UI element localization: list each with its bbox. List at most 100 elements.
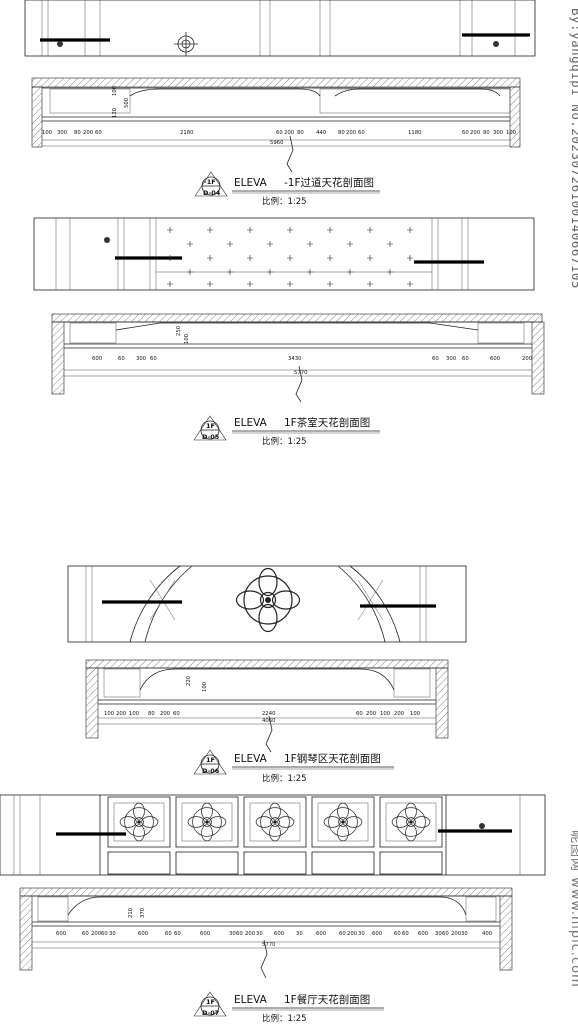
dim-label: 100 <box>506 130 517 136</box>
elevation-prefix: ELEVA <box>234 177 268 189</box>
dim-label: 30 <box>461 931 468 937</box>
dim-label: 200 <box>451 931 462 937</box>
dim-label: 2240 <box>262 711 276 717</box>
dim-label: 200 <box>91 931 102 937</box>
dim-label: 200 <box>83 130 94 136</box>
dim-label: 60 <box>165 931 172 937</box>
dim-label: 600 <box>56 931 67 937</box>
flower-ornament-icon <box>255 802 295 842</box>
dim-label: 200 <box>522 356 533 362</box>
section-tag-bottom: D-07 <box>202 1009 219 1017</box>
dim-label: 200 <box>346 130 357 136</box>
dim-label: 300 <box>493 130 504 136</box>
dim-label: 60 <box>432 356 439 362</box>
section-marker-icon <box>193 991 227 1017</box>
dim-label: 60 <box>339 931 346 937</box>
flower-ornament-icon <box>391 802 431 842</box>
overall-dim: 5770 <box>294 370 308 376</box>
section-1-plan <box>24 0 536 57</box>
section-3-dimensions: 100 200 100 80 200 60 2240 60 200 100 20… <box>104 675 421 724</box>
section-4-elevation <box>19 887 513 979</box>
section-marker-icon <box>193 749 227 775</box>
section-4-title-block: 1F D-07 ELEVA 1F餐厅天花剖面图 比例：1:25 <box>193 991 384 1024</box>
section-2-title-block: 1F D-05 ELEVA 1F茶室天花剖面图 比例：1:25 <box>193 415 380 447</box>
scale-label: 比例：1:25 <box>262 196 307 207</box>
dim-label: 370 <box>140 907 146 918</box>
watermark-site: 昵图网 www.nipic.com <box>568 830 578 988</box>
dim-label: 2180 <box>180 130 194 136</box>
section-title: -1F过道天花剖面图 <box>284 176 374 189</box>
dim-label: 600 <box>316 931 327 937</box>
dim-label: 600 <box>92 356 103 362</box>
scale-label: 比例：1:25 <box>262 773 307 784</box>
section-3-plan <box>67 565 467 643</box>
flower-ornament-icon <box>187 802 227 842</box>
dim-label: 100 <box>104 711 115 717</box>
overall-dim: 5960 <box>270 140 284 146</box>
dim-label: 100 <box>410 711 421 717</box>
section-3-title-block: 1F D-06 ELEVA 1F钢琴区天花剖面图 比例：1:25 <box>193 749 394 784</box>
ceiling-star-grid <box>167 227 413 287</box>
section-tag-bottom: D-05 <box>202 433 220 441</box>
section-title: 1F餐厅天花剖面图 <box>284 993 370 1006</box>
dim-label: 200 <box>116 711 127 717</box>
dim-label: 600 <box>274 931 285 937</box>
dim-label: 30 <box>229 931 236 937</box>
section-4-dimensions: 600 60 200 60 30 600 60 60 600 30 60 200… <box>56 907 493 948</box>
dim-label: 200 <box>366 711 377 717</box>
section-2-elevation <box>51 313 545 403</box>
dim-label: 80 <box>483 130 490 136</box>
dim-label: 30 <box>358 931 365 937</box>
dim-label: 200 <box>284 130 295 136</box>
dim-label: 300 <box>57 130 68 136</box>
dim-label: 440 <box>316 130 327 136</box>
dim-label: 30 <box>109 931 116 937</box>
dim-label: 60 <box>394 931 401 937</box>
dim-label: 60 <box>236 931 243 937</box>
dim-label: 120 <box>112 107 118 118</box>
section-marker-icon <box>193 415 227 441</box>
light-fixture-icon <box>104 237 110 243</box>
dim-label: 300 <box>136 356 147 362</box>
dim-label: 1180 <box>408 130 422 136</box>
dim-label: 200 <box>245 931 256 937</box>
dim-label: 200 <box>470 130 481 136</box>
dim-label: 60 <box>173 711 180 717</box>
dim-label: 60 <box>150 356 157 362</box>
dim-label: 60 <box>442 931 449 937</box>
section-tag-top: -1F <box>204 178 216 186</box>
dim-label: 60 <box>174 931 181 937</box>
dim-label: 80 <box>74 130 81 136</box>
section-marker-icon <box>194 171 228 197</box>
dim-label: 600 <box>138 931 149 937</box>
section-title: 1F钢琴区天花剖面图 <box>284 752 381 765</box>
dim-label: 500 <box>124 97 130 108</box>
dim-label: 60 <box>462 356 469 362</box>
dim-label: 60 <box>276 130 283 136</box>
section-tag-top: 1F <box>206 756 215 764</box>
dim-label: 60 <box>101 931 108 937</box>
dim-label: 60 <box>118 356 125 362</box>
dim-label: 200 <box>347 931 358 937</box>
watermark-id: By:yangqipi No.20230726100140667105 <box>569 8 578 289</box>
coffer-grid <box>107 796 443 875</box>
dim-label: 600 <box>418 931 429 937</box>
dim-label: 3430 <box>288 356 302 362</box>
section-title: 1F茶室天花剖面图 <box>284 416 370 429</box>
section-4-plan <box>0 794 546 876</box>
dim-label: 60 <box>462 130 469 136</box>
dim-label: 100 <box>202 681 208 692</box>
dim-label: 30 <box>296 931 303 937</box>
dim-label: 60 <box>402 931 409 937</box>
light-fixture-icon <box>479 823 485 829</box>
dim-label: 80 <box>297 130 304 136</box>
dim-label: 300 <box>446 356 457 362</box>
dim-label: 60 <box>95 130 102 136</box>
dim-label: 600 <box>490 356 501 362</box>
dim-label: 80 <box>148 711 155 717</box>
section-tag-top: 1F <box>206 998 215 1006</box>
dim-label: 210 <box>128 907 134 918</box>
elevation-prefix: ELEVA <box>234 417 268 429</box>
dim-label: 600 <box>372 931 383 937</box>
dim-label: 100 <box>184 333 190 344</box>
